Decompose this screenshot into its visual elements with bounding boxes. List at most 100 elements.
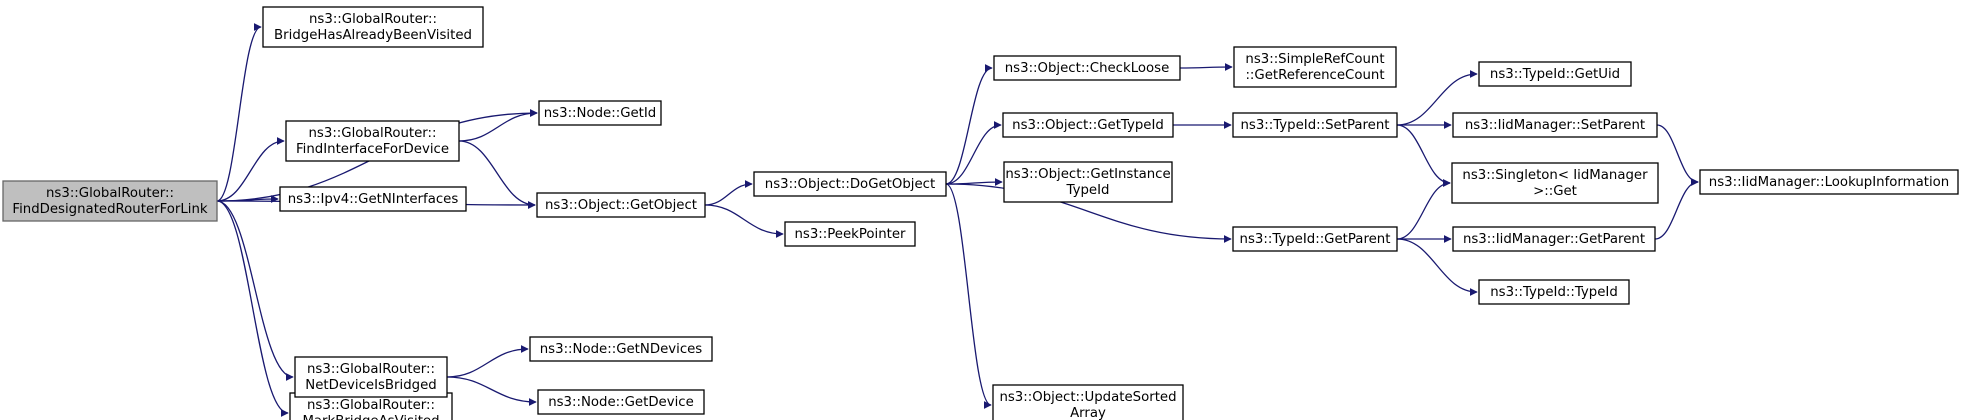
- node-netDevBridged[interactable]: ns3::GlobalRouter::NetDeviceIsBridged: [294, 356, 448, 398]
- node-box: [1232, 226, 1398, 252]
- edge-getObject-to-doGetObject: [704, 180, 753, 206]
- node-typeGetParent[interactable]: ns3::TypeId::GetParent: [1232, 226, 1398, 252]
- node-box: [1003, 161, 1173, 203]
- node-bridgeVisited[interactable]: ns3::GlobalRouter::BridgeHasAlreadyBeenV…: [262, 6, 484, 48]
- node-label: ns3::Object::UpdateSorted: [999, 390, 1176, 405]
- node-getNIfaces[interactable]: ns3::Ipv4::GetNInterfaces: [279, 186, 467, 212]
- node-label: ns3::IidManager::LookupInformation: [1709, 175, 1949, 190]
- edges-layer: [216, 23, 1699, 417]
- edge-findIface-to-getObject: [458, 140, 536, 209]
- node-label: TypeId: [1066, 183, 1110, 198]
- node-box: [992, 384, 1184, 420]
- node-peekPointer[interactable]: ns3::PeekPointer: [784, 221, 916, 247]
- node-box: [529, 336, 713, 362]
- node-label: ns3::TypeId::GetParent: [1240, 232, 1391, 247]
- node-label: ns3::SimpleRefCount: [1245, 52, 1384, 67]
- node-label: ns3::Object::CheckLoose: [1005, 61, 1170, 76]
- node-label: ns3::Node::GetId: [544, 106, 657, 121]
- node-checkLoose[interactable]: ns3::Object::CheckLoose: [993, 55, 1181, 81]
- node-typeTypeId[interactable]: ns3::TypeId::TypeId: [1478, 279, 1630, 305]
- edge-doGetObject-to-updateSorted: [945, 183, 992, 409]
- node-singletonGet[interactable]: ns3::Singleton< IidManager >::Get: [1451, 162, 1659, 204]
- node-objGetTypeId[interactable]: ns3::Object::GetTypeId: [1002, 112, 1174, 138]
- edge-root-to-bridgeVisited: [216, 23, 262, 202]
- node-box: [1002, 112, 1174, 138]
- node-lookupInfo[interactable]: ns3::IidManager::LookupInformation: [1699, 169, 1959, 195]
- node-getNDevices[interactable]: ns3::Node::GetNDevices: [529, 336, 713, 362]
- node-box: [2, 180, 218, 222]
- edge-checkLoose-to-getRefCount: [1179, 63, 1233, 72]
- node-label: ns3::Object::GetInstance: [1005, 167, 1170, 182]
- edge-iidSetParent-to-lookupInfo: [1656, 124, 1699, 186]
- edge-doGetObject-to-checkLoose: [945, 64, 993, 185]
- node-label: ns3::GlobalRouter::: [307, 398, 435, 413]
- edge-root-to-markBridge: [216, 200, 289, 417]
- node-label: NetDeviceIsBridged: [305, 378, 436, 393]
- node-box: [993, 55, 1181, 81]
- node-getRefCount[interactable]: ns3::SimpleRefCount::GetReferenceCount: [1233, 46, 1397, 88]
- node-label: FindInterfaceForDevice: [296, 142, 449, 157]
- node-getDevice[interactable]: ns3::Node::GetDevice: [537, 389, 705, 415]
- node-label: ns3::IidManager::SetParent: [1465, 118, 1645, 133]
- node-box: [1452, 112, 1658, 138]
- node-label: MarkBridgeAsVisited: [302, 414, 439, 420]
- edge-iidGetParent-to-lookupInfo: [1654, 178, 1699, 240]
- edge-typeGetParent-to-singletonGet: [1396, 179, 1451, 240]
- node-label: FindDesignatedRouterForLink: [12, 202, 208, 217]
- node-label: ns3::GlobalRouter::: [309, 12, 437, 27]
- node-box: [285, 120, 460, 162]
- node-label: Array: [1070, 406, 1106, 420]
- node-box: [1232, 112, 1398, 138]
- node-typeGetUid[interactable]: ns3::TypeId::GetUid: [1478, 61, 1632, 87]
- node-label: ::GetReferenceCount: [1245, 68, 1384, 83]
- node-box: [753, 171, 947, 197]
- nodes-layer: ns3::GlobalRouter::FindDesignatedRouterF…: [2, 6, 1959, 420]
- edge-netDevBridged-to-getDevice: [446, 376, 537, 406]
- node-label: ns3::IidManager::GetParent: [1463, 232, 1645, 247]
- node-iidGetParent[interactable]: ns3::IidManager::GetParent: [1452, 226, 1656, 252]
- node-box: [538, 100, 662, 126]
- node-label: ns3::Object::GetTypeId: [1012, 118, 1164, 133]
- edge-typeSetParent-to-typeGetUid: [1396, 70, 1478, 126]
- node-box: [1451, 162, 1659, 204]
- node-nodeGetId[interactable]: ns3::Node::GetId: [538, 100, 662, 126]
- edge-findIface-to-nodeGetId: [458, 109, 538, 142]
- node-getObject[interactable]: ns3::Object::GetObject: [536, 192, 706, 218]
- node-label: ns3::Object::GetObject: [545, 198, 697, 213]
- node-box: [537, 389, 705, 415]
- node-label: ns3::Singleton< IidManager: [1462, 168, 1648, 183]
- node-label: ns3::TypeId::TypeId: [1490, 285, 1618, 300]
- node-root[interactable]: ns3::GlobalRouter::FindDesignatedRouterF…: [2, 180, 218, 222]
- node-box: [262, 6, 484, 48]
- node-label: ns3::TypeId::SetParent: [1240, 118, 1389, 133]
- node-label: >::Get: [1533, 184, 1577, 199]
- edge-typeGetParent-to-typeTypeId: [1396, 238, 1478, 296]
- edge-root-to-netDevBridged: [216, 200, 294, 381]
- node-label: ns3::Object::DoGetObject: [765, 177, 935, 192]
- node-label: ns3::Node::GetNDevices: [540, 342, 703, 357]
- node-typeSetParent[interactable]: ns3::TypeId::SetParent: [1232, 112, 1398, 138]
- node-label: ns3::PeekPointer: [794, 227, 906, 242]
- edge-netDevBridged-to-getNDevices: [446, 345, 529, 378]
- node-iidSetParent[interactable]: ns3::IidManager::SetParent: [1452, 112, 1658, 138]
- node-label: ns3::GlobalRouter::: [309, 126, 437, 141]
- node-box: [294, 356, 448, 398]
- edge-typeSetParent-to-singletonGet: [1396, 124, 1451, 187]
- node-label: ns3::GlobalRouter::: [307, 362, 435, 377]
- node-box: [1233, 46, 1397, 88]
- node-box: [1478, 61, 1632, 87]
- node-box: [536, 192, 706, 218]
- node-findIface[interactable]: ns3::GlobalRouter::FindInterfaceForDevic…: [285, 120, 460, 162]
- node-box: [784, 221, 916, 247]
- node-label: ns3::GlobalRouter::: [46, 186, 174, 201]
- edge-doGetObject-to-objGetTypeId: [945, 121, 1002, 185]
- edge-doGetObject-to-typeGetParent: [945, 183, 1232, 243]
- edge-root-to-findIface: [216, 137, 285, 202]
- node-box: [1699, 169, 1959, 195]
- node-label: ns3::Node::GetDevice: [548, 395, 694, 410]
- node-box: [279, 186, 467, 212]
- node-doGetObject[interactable]: ns3::Object::DoGetObject: [753, 171, 947, 197]
